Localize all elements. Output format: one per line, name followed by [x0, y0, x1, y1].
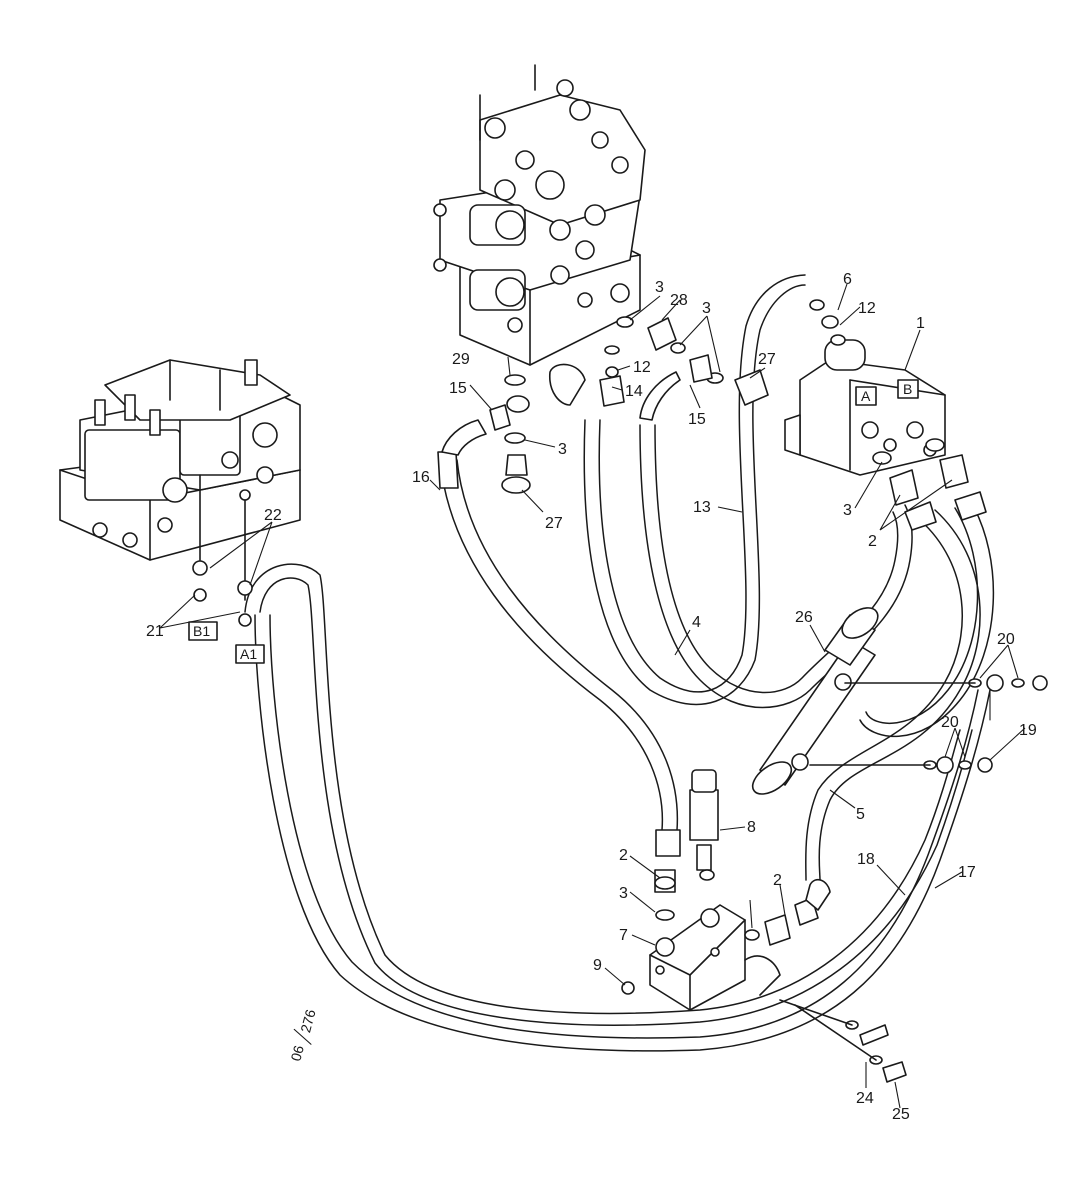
drawing-reference: 06 276 [287, 1007, 319, 1062]
label-4: 4 [692, 614, 701, 631]
port-label-a1: A1 [240, 646, 257, 662]
hose-16-fitting-top [437, 451, 459, 489]
label-9: 9 [593, 957, 602, 974]
label-28: 28 [670, 292, 688, 309]
hose-2-right [859, 499, 995, 737]
label-3-a: 3 [655, 279, 664, 296]
port-label-b1: B1 [193, 623, 210, 639]
label-6: 6 [843, 271, 852, 288]
label-5: 5 [856, 806, 865, 823]
label-21: 21 [146, 623, 164, 640]
hose-4-edge [598, 274, 806, 693]
priority-valve-block [649, 769, 781, 1011]
label-14: 14 [625, 383, 643, 400]
port-box-b [897, 379, 919, 399]
label-3-b: 3 [702, 300, 711, 317]
label-16: 16 [412, 469, 430, 486]
hose-18-edge [259, 577, 973, 1026]
hose-2-right-edge [865, 507, 979, 724]
label-2-b: 2 [773, 872, 782, 889]
label-20-a: 20 [997, 631, 1015, 648]
port-label-a: A [861, 388, 871, 404]
label-22: 22 [264, 507, 282, 524]
label-2-a: 2 [619, 847, 628, 864]
fittings [489, 299, 1048, 1083]
control-valve-block [433, 64, 646, 366]
reference-numerator: 06 [287, 1043, 307, 1062]
steering-unit [784, 339, 946, 476]
label-20-b: 20 [941, 714, 959, 731]
label-17: 17 [958, 864, 976, 881]
part-labels: 1 2 2 2 3 3 3 3 3 4 5 6 7 8 9 12 12 13 1… [146, 271, 1037, 1123]
hose-16-edge [456, 459, 679, 831]
port-box-a1 [235, 644, 265, 664]
label-29: 29 [452, 351, 470, 368]
solenoid-valve-block [59, 359, 301, 627]
reference-denominator: 276 [297, 1007, 319, 1034]
hose-group [244, 274, 995, 1052]
hose-17 [254, 614, 991, 1052]
hose-13 [639, 424, 913, 709]
label-3-c: 3 [558, 441, 567, 458]
port-box-b1 [188, 621, 218, 641]
hose-17-edge [269, 614, 979, 1039]
hose-16-fitting-bottom [655, 829, 681, 857]
steering-cylinder [751, 607, 879, 795]
hose-16 [439, 459, 664, 831]
hose-4 [583, 284, 806, 706]
label-13: 13 [693, 499, 711, 516]
hose-16-elbow [441, 419, 487, 456]
label-25: 25 [892, 1106, 910, 1123]
label-1: 1 [916, 315, 925, 332]
leader-lines [159, 283, 1026, 1109]
label-15-b: 15 [688, 411, 706, 428]
label-12-a: 12 [858, 300, 876, 317]
hose-13-edge [654, 424, 899, 694]
hose-18 [244, 563, 961, 1015]
label-27-b: 27 [758, 351, 776, 368]
label-3-d: 3 [843, 502, 852, 519]
label-27-a: 27 [545, 515, 563, 532]
label-15-a: 15 [449, 380, 467, 397]
hose-5-edge [805, 519, 963, 881]
label-2-c: 2 [868, 533, 877, 550]
label-12-b: 12 [633, 359, 651, 376]
port-box-a [855, 386, 877, 406]
label-26: 26 [795, 609, 813, 626]
label-19: 19 [1019, 722, 1037, 739]
label-18: 18 [857, 851, 875, 868]
label-3-e: 3 [619, 885, 628, 902]
label-7: 7 [619, 927, 628, 944]
port-labels: A B B1 A1 [188, 381, 912, 664]
label-24: 24 [856, 1090, 874, 1107]
label-8: 8 [747, 819, 756, 836]
port-label-b: B [903, 381, 912, 397]
